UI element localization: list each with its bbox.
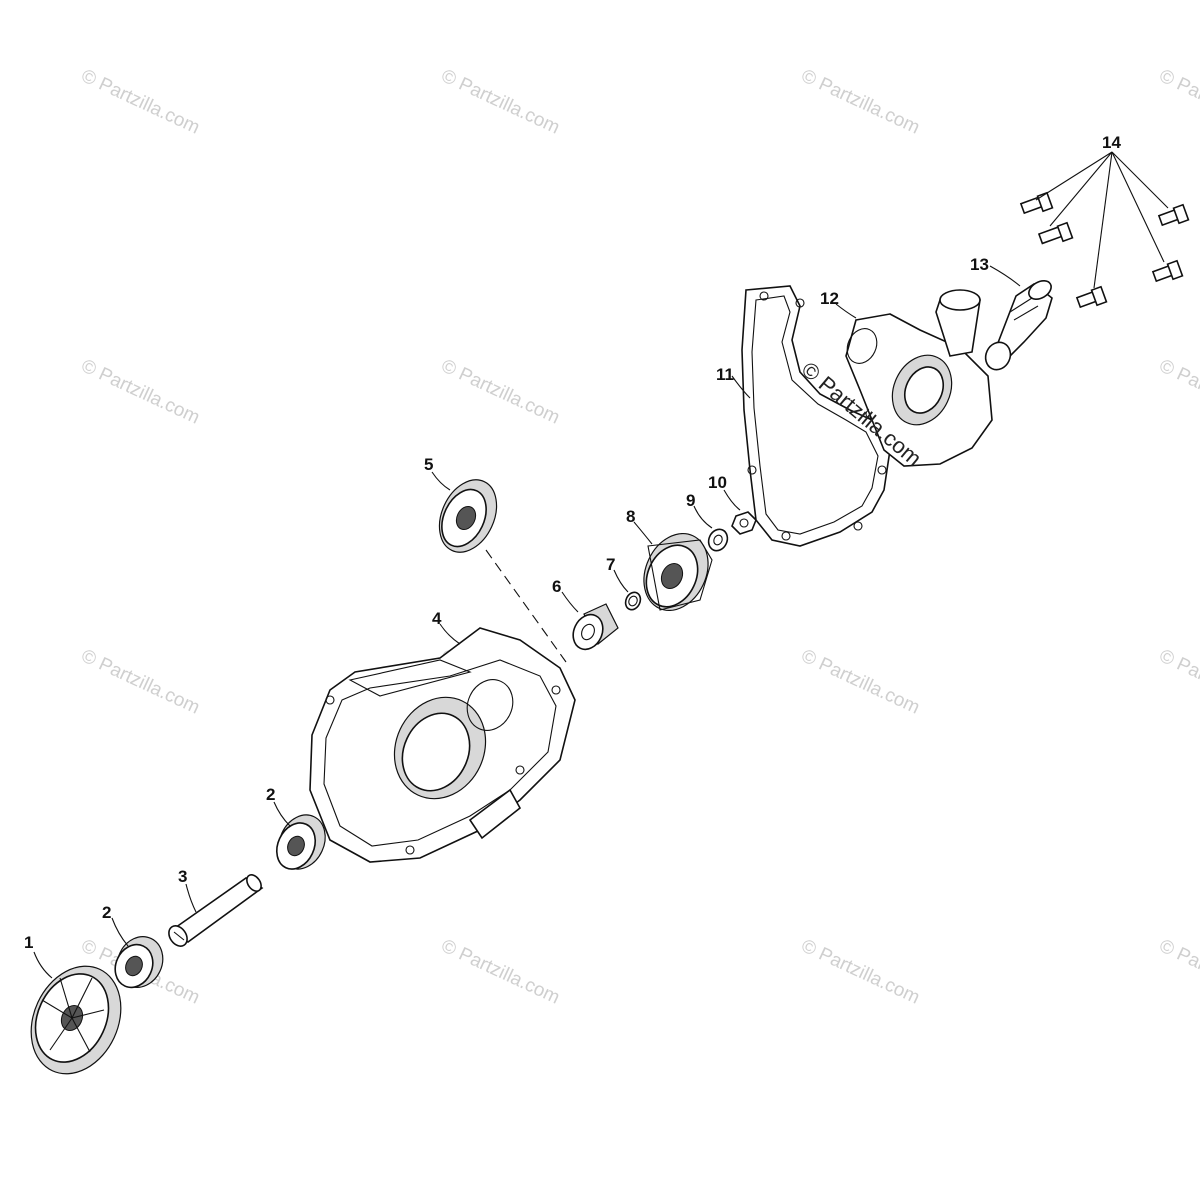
bolt[interactable] <box>1037 221 1074 245</box>
part-11-gasket[interactable] <box>741 285 891 547</box>
part-8-impeller[interactable] <box>632 523 720 621</box>
watermark: © Partzilla.com <box>78 645 203 718</box>
part-4-pump-housing[interactable] <box>309 627 576 863</box>
callout-4[interactable]: 4 <box>432 609 442 628</box>
callout-5[interactable]: 5 <box>424 455 433 474</box>
part-1-sprocket[interactable] <box>14 951 137 1088</box>
callout-3[interactable]: 3 <box>178 867 187 886</box>
watermark: © Partzilla.com <box>1156 645 1200 718</box>
watermark: © Partzilla.com <box>1156 935 1200 1008</box>
part-9-washer[interactable] <box>705 526 731 554</box>
part-3-shaft[interactable] <box>165 872 264 949</box>
callout-labels: 1 2 3 2 4 5 6 7 8 9 10 11 12 13 14 <box>24 133 1121 952</box>
bolt[interactable] <box>1157 203 1190 227</box>
callout-2-upper[interactable]: 2 <box>266 785 275 804</box>
part-14-bolts[interactable] <box>1019 191 1190 309</box>
part-2-bearing-lower[interactable] <box>108 929 171 995</box>
part-7-ring[interactable] <box>623 590 643 612</box>
leader-lines <box>33 151 1169 979</box>
part-2-bearing-upper[interactable] <box>270 807 334 876</box>
callout-8[interactable]: 8 <box>626 507 635 526</box>
watermark: © Partzilla.com <box>1156 65 1200 138</box>
part-6-bushing[interactable] <box>568 603 619 654</box>
part-10-nut[interactable] <box>731 511 757 535</box>
bolt[interactable] <box>1019 191 1054 215</box>
watermark: © Partzilla.com <box>78 65 203 138</box>
bolt[interactable] <box>1075 285 1108 309</box>
callout-6[interactable]: 6 <box>552 577 561 596</box>
callout-14[interactable]: 14 <box>1102 133 1121 152</box>
callout-13[interactable]: 13 <box>970 255 989 274</box>
callout-2-lower[interactable]: 2 <box>102 903 111 922</box>
watermark: © Partzilla.com <box>78 355 203 428</box>
part-13-hose-fitting[interactable] <box>981 277 1054 374</box>
watermark: © Partzilla.com <box>798 645 923 718</box>
watermark: © Partzilla.com <box>438 935 563 1008</box>
callout-7[interactable]: 7 <box>606 555 615 574</box>
watermark: © Partzilla.com <box>1156 355 1200 428</box>
part-12-pump-cover[interactable] <box>842 289 993 467</box>
callout-10[interactable]: 10 <box>708 473 727 492</box>
callout-1[interactable]: 1 <box>24 933 33 952</box>
dashed-alignment-line <box>485 549 567 663</box>
part-5-seal[interactable] <box>428 471 507 562</box>
bolt[interactable] <box>1151 259 1184 283</box>
callout-12[interactable]: 12 <box>820 289 839 308</box>
watermark: © Partzilla.com <box>438 355 563 428</box>
watermark: © Partzilla.com <box>798 935 923 1008</box>
callout-9[interactable]: 9 <box>686 491 695 510</box>
callout-11[interactable]: 11 <box>716 365 734 384</box>
watermark: © Partzilla.com <box>438 65 563 138</box>
watermark: © Partzilla.com <box>798 65 923 138</box>
